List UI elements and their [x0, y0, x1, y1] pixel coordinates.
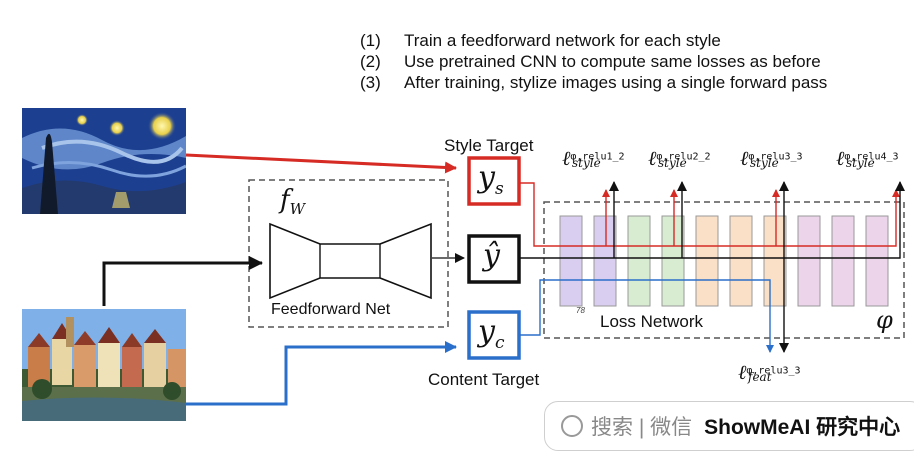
- loss-superscript: φ,relu1_2: [570, 151, 625, 163]
- loss-symbol: ℓ: [836, 146, 845, 170]
- layer-block: [831, 215, 855, 307]
- watermark-brand: ShowMeAI 研究中心: [704, 416, 901, 439]
- y-hat-box: [467, 234, 521, 284]
- step-text: Use pretrained CNN to compute same losse…: [404, 52, 821, 71]
- loss-subscript: style: [572, 155, 601, 170]
- step-text: Train a feedforward network for each sty…: [404, 31, 721, 50]
- style-target-label: Style Target: [444, 136, 534, 155]
- content-path: [519, 279, 774, 353]
- phi-label: φ: [876, 306, 893, 334]
- layer-block: [661, 215, 685, 307]
- content-image: [22, 309, 186, 421]
- layer-block: [865, 215, 889, 307]
- layer-block: [695, 215, 719, 307]
- loss-subscript: style: [750, 155, 779, 170]
- step-3: (3) After training, stylize images using…: [360, 72, 827, 93]
- layer-block: [627, 215, 651, 307]
- step-number: (2): [360, 52, 381, 71]
- layer-number-label: 78: [576, 306, 585, 315]
- loss-symbol: ℓ: [740, 146, 749, 170]
- loss-superscript: φ,relu2_2: [656, 151, 711, 163]
- layer-block: [593, 215, 617, 307]
- feedforward-net-label: Feedforward Net: [271, 301, 391, 318]
- style-path: [519, 182, 900, 247]
- feedforward-net-shape: [269, 222, 432, 300]
- loss-symbol: ℓ: [562, 146, 571, 170]
- output-path: [519, 181, 905, 259]
- loss-superscript: φ,relu3_3: [746, 365, 801, 377]
- y-c-subscript: c: [494, 333, 505, 353]
- style-loss-relu3-3: ℓφ,relu3_3 style: [740, 146, 803, 190]
- y-c-label: yc: [478, 314, 504, 353]
- watermark-bar: 搜索 | 微信 ShowMeAI 研究中心: [544, 401, 914, 451]
- loss-network-label: Loss Network: [600, 312, 703, 331]
- y-s-symbol: y: [478, 160, 495, 195]
- loss-network-layers: [559, 215, 889, 307]
- content-arrow: [186, 341, 457, 406]
- step-2: (2) Use pretrained CNN to compute same l…: [360, 51, 827, 72]
- layer-block: [797, 215, 821, 307]
- loss-superscript: φ,relu3_3: [748, 151, 803, 163]
- steps-list: (1) Train a feedforward network for each…: [360, 30, 827, 93]
- y-s-label: ys: [478, 160, 504, 199]
- style-loss-relu4-3: ℓφ,relu4_3 style: [836, 146, 899, 190]
- layer-block: [729, 215, 753, 307]
- layer-block: [559, 215, 583, 307]
- loss-subscript: style: [846, 155, 875, 170]
- feat-loss-relu3-3: ℓφ,relu3_3 feat: [738, 360, 801, 404]
- f-w-subscript: W: [289, 200, 306, 219]
- step-number: (1): [360, 31, 381, 50]
- style-loss-relu1-2: ℓφ,relu1_2 style: [562, 146, 625, 190]
- style-arrow: [185, 153, 457, 174]
- y-s-subscript: s: [494, 179, 504, 199]
- f-w-symbol: f: [280, 185, 290, 215]
- loss-network-frame: [543, 201, 905, 339]
- watermark-text: 搜索 | 微信: [591, 416, 693, 439]
- style-image: [22, 108, 186, 214]
- layer-block: [763, 215, 787, 307]
- step-number: (3): [360, 73, 381, 92]
- step-1: (1) Train a feedforward network for each…: [360, 30, 827, 51]
- y-c-symbol: y: [478, 314, 495, 349]
- input-arrow: [102, 256, 263, 306]
- style-loss-relu2-2: ℓφ,relu2_2 style: [648, 146, 711, 190]
- loss-symbol: ℓ: [648, 146, 657, 170]
- y-s-box: [467, 156, 521, 206]
- loss-subscript: feat: [748, 369, 772, 384]
- feedforward-net-frame: [248, 179, 449, 328]
- content-target-label: Content Target: [428, 370, 540, 389]
- loss-subscript: style: [658, 155, 687, 170]
- loss-symbol: ℓ: [738, 360, 747, 384]
- step-text: After training, stylize images using a s…: [404, 73, 828, 92]
- loss-superscript: φ,relu4_3: [844, 151, 899, 163]
- f-w-label: fW: [280, 185, 305, 218]
- y-hat-label: ŷ: [483, 238, 500, 273]
- search-icon: [561, 415, 583, 437]
